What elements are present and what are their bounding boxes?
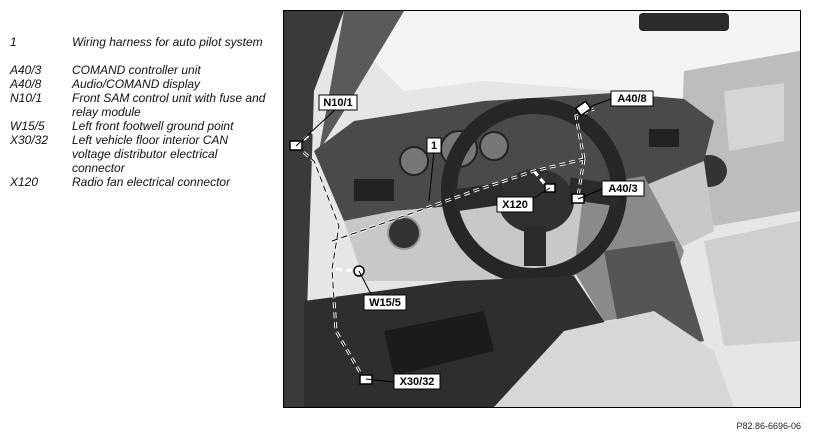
door-armrest (724, 83, 784, 151)
gauge-right (479, 131, 509, 161)
legend-desc: Front SAM control unit with fuse and rel… (72, 91, 266, 119)
callout-x120: X120 (496, 196, 534, 213)
callout-a40-8-label: A40/8 (617, 93, 646, 105)
callout-n10-1: N10/1 (318, 94, 358, 111)
legend-code: X120 (10, 175, 39, 189)
steering-spoke-left (452, 182, 506, 212)
legend-code: N10/1 (10, 91, 43, 105)
legend-row-n10-1: N10/1 Front SAM control unit with fuse a… (10, 91, 270, 119)
legend: 1 Wiring harness for auto pilot system A… (10, 35, 270, 189)
callout-w15-5-label: W15/5 (369, 297, 401, 309)
callout-x30-32: X30/32 (393, 373, 441, 390)
legend-desc: Left front footwell ground point (72, 119, 234, 133)
legend-desc: Left vehicle floor interior CAN voltage … (72, 133, 229, 175)
rear-view-mirror (639, 13, 729, 31)
driver-seat (494, 311, 734, 407)
leader-lines (295, 98, 612, 383)
harness-ground-branch (335, 267, 360, 273)
legend-desc: Radio fan electrical connector (72, 175, 231, 189)
windshield (324, 11, 800, 121)
legend-row-a40-3: A40/3 COMAND controller unit (10, 63, 270, 77)
legend-row-a40-8: A40/8 Audio/COMAND display (10, 77, 270, 91)
legend-code: A40/8 (10, 77, 42, 91)
callout-x30-32-label: X30/32 (400, 376, 435, 388)
legend-row-x30-32: X30/32 Left vehicle floor interior CAN v… (10, 133, 270, 175)
legend-code: X30/32 (10, 133, 49, 147)
a-pillar (284, 11, 344, 407)
air-vent-left (354, 179, 394, 201)
legend-desc: Wiring harness for auto pilot system (72, 35, 263, 49)
figure-reference: P82.86-6696-06 (736, 421, 801, 431)
door-frame (319, 11, 404, 151)
callout-n10-1-label: N10/1 (323, 97, 352, 109)
interior-figure: N10/1 A40/8 1 A40/3 X120 W15/5 X30/32 (283, 10, 801, 408)
gauge-left (399, 146, 429, 176)
callout-1: 1 (426, 137, 442, 154)
floor-mat (384, 311, 494, 376)
callout-1-label: 1 (431, 140, 437, 152)
legend-row-1: 1 Wiring harness for auto pilot system (10, 35, 270, 49)
legend-desc: Audio/COMAND display (72, 77, 201, 91)
callout-a40-3: A40/3 (601, 180, 645, 197)
callout-x120-label: X120 (502, 199, 528, 211)
legend-row-w15-5: W15/5 Left front footwell ground point (10, 119, 270, 133)
legend-code: A40/3 (10, 63, 42, 77)
callout-a40-3-label: A40/3 (608, 183, 637, 195)
harness-route-shadow (295, 108, 595, 380)
callout-w15-5: W15/5 (363, 294, 407, 311)
a40-8-marker (574, 100, 592, 117)
air-vent-center (649, 129, 679, 147)
steering-spoke-bottom (524, 226, 546, 266)
legend-row-x120: X120 Radio fan electrical connector (10, 175, 270, 189)
callout-a40-8: A40/8 (610, 90, 654, 107)
interior-illustration: N10/1 A40/8 1 A40/3 X120 W15/5 X30/32 (284, 11, 800, 407)
harness-x120-branch (532, 170, 551, 190)
passenger-seat (704, 221, 800, 346)
light-switch (387, 216, 421, 250)
legend-code: W15/5 (10, 119, 45, 133)
legend-desc: COMAND controller unit (72, 63, 201, 77)
legend-code: 1 (10, 35, 17, 49)
